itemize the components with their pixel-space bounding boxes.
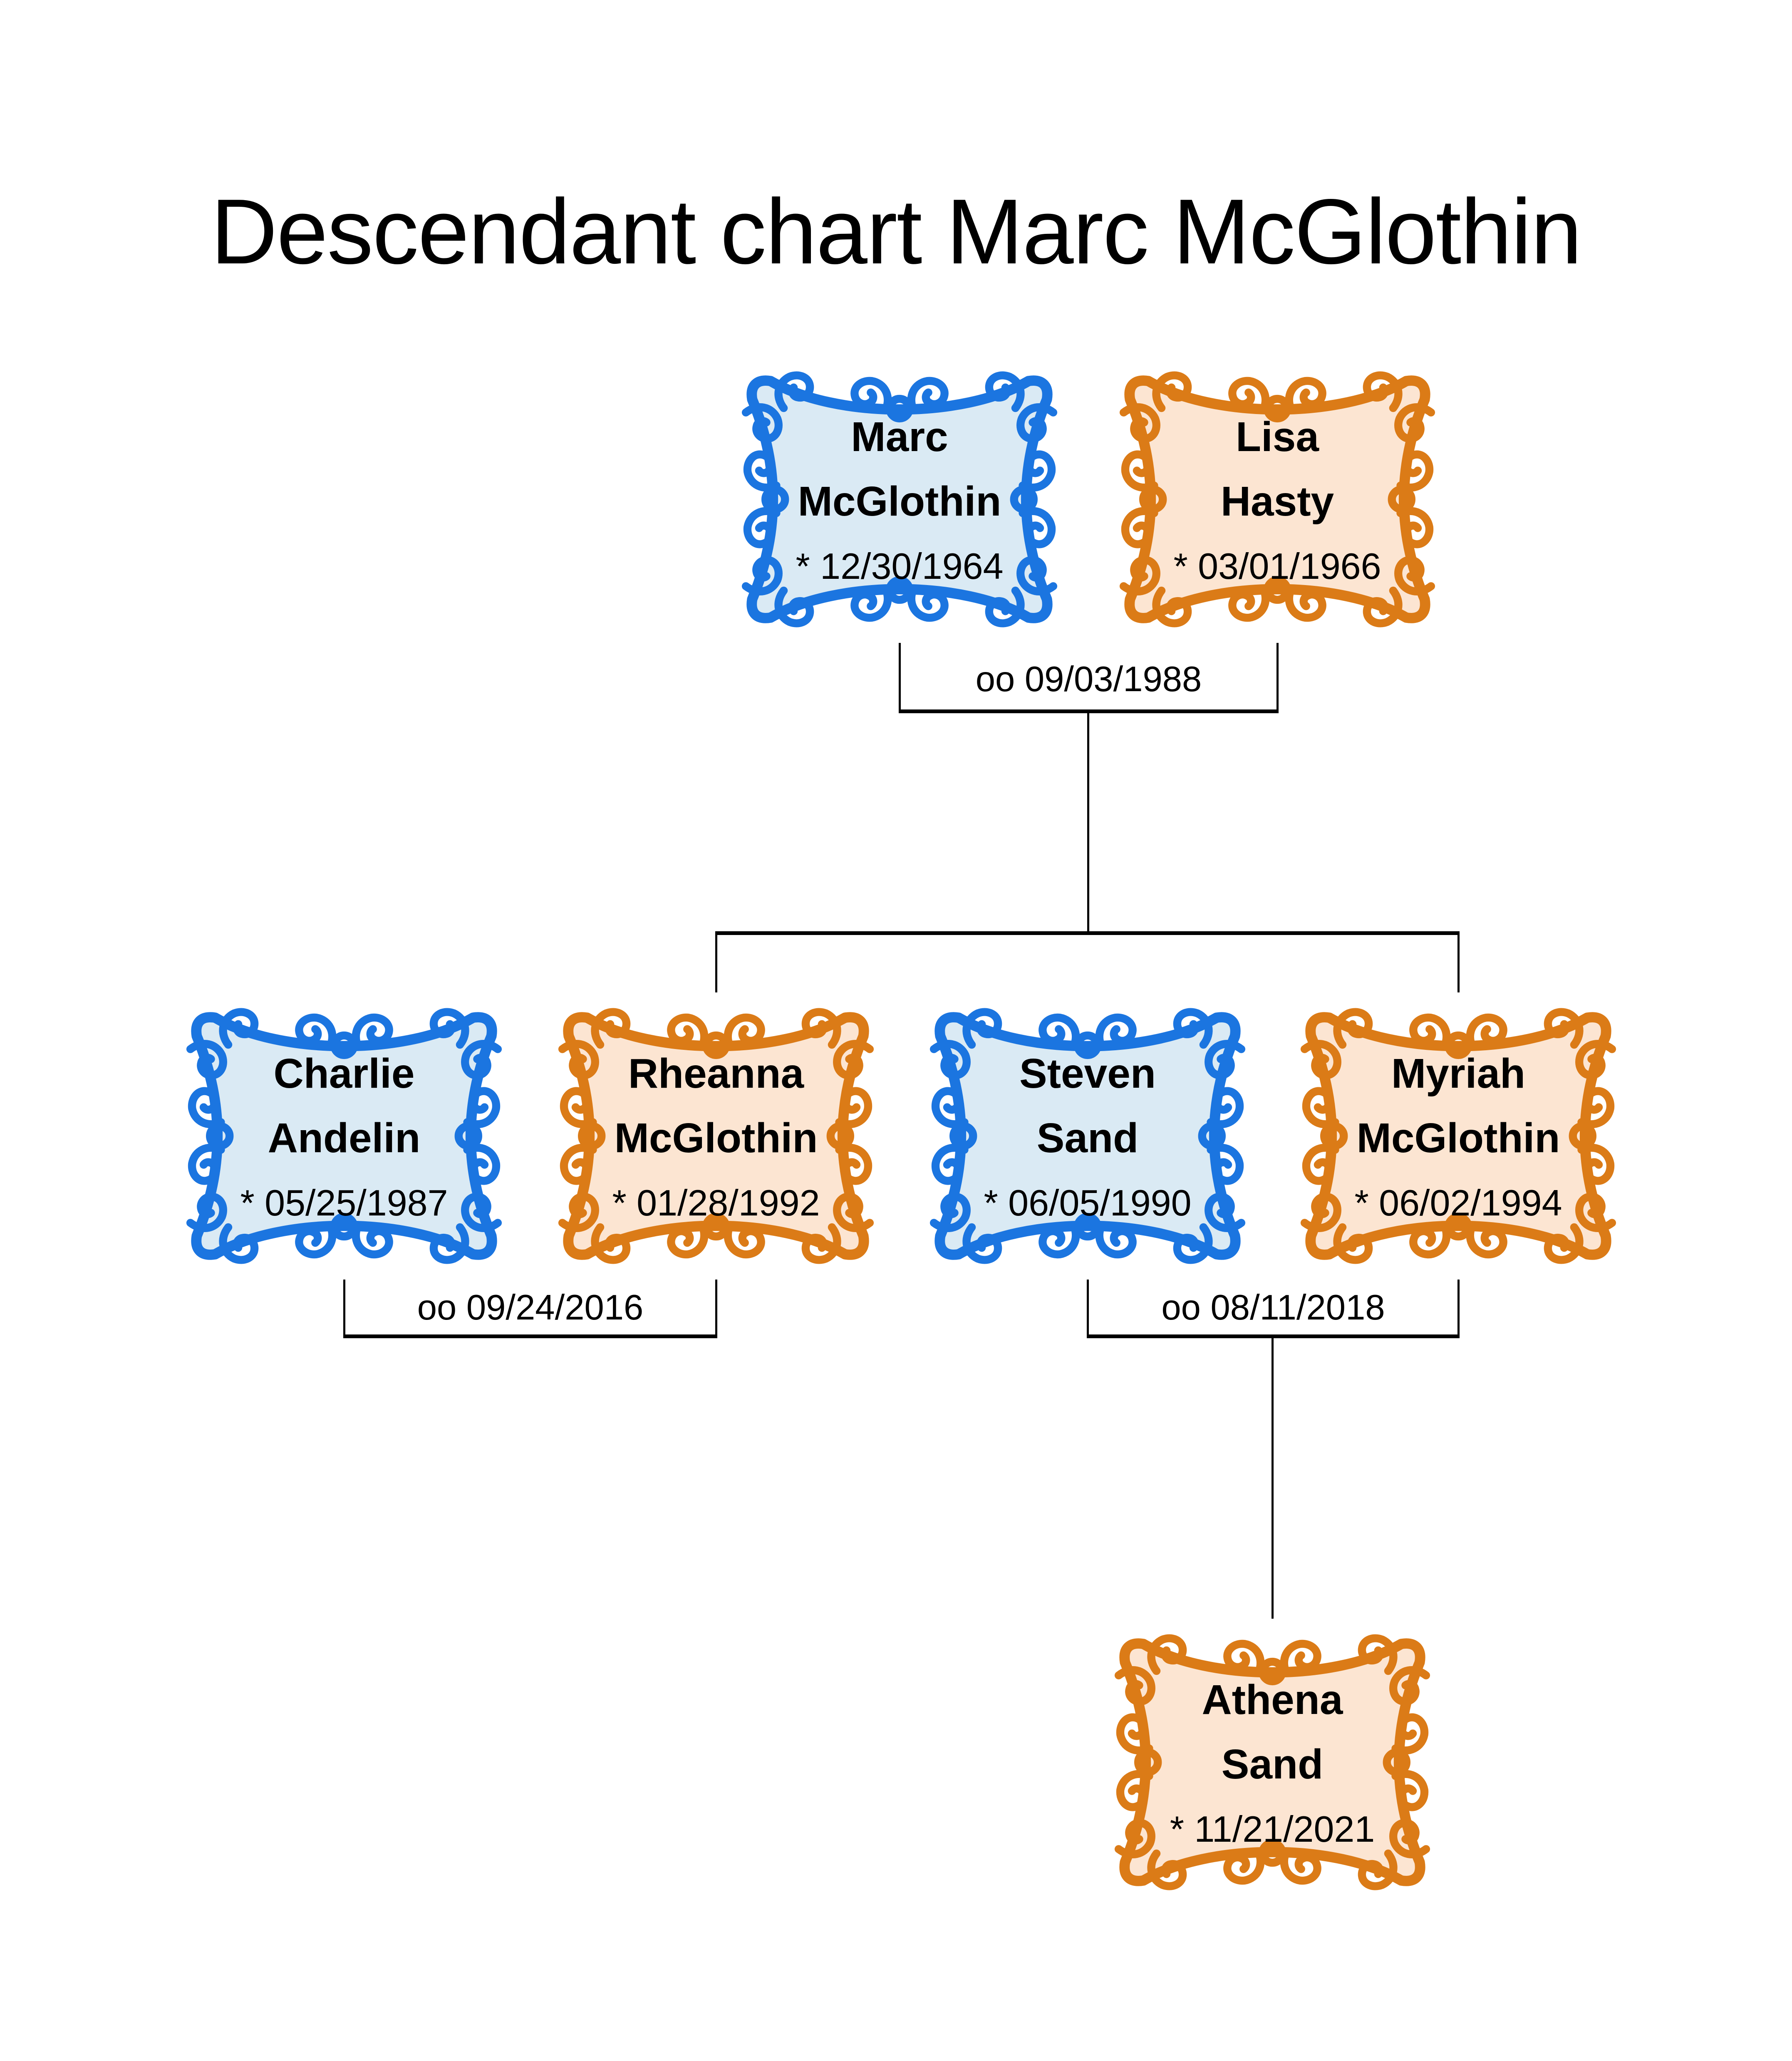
person-birth-date: * 05/25/1987 xyxy=(240,1182,448,1223)
person-birth-date: * 11/21/2021 xyxy=(1170,1808,1375,1850)
marriage2-left-stub xyxy=(343,1280,345,1336)
person-birth-date: * 06/02/1994 xyxy=(1354,1182,1562,1223)
frame-scroll-ornaments xyxy=(562,1009,870,1263)
chart-title: Descendant chart Marc McGlothin xyxy=(211,180,1582,283)
marriage2-date-label: oo 09/24/2016 xyxy=(417,1288,644,1327)
person-birth-date: * 03/01/1966 xyxy=(1173,546,1381,587)
children-branch-line xyxy=(715,931,1460,935)
frame-scroll-ornaments xyxy=(933,1009,1242,1263)
person-given-name: Lisa xyxy=(1235,414,1319,460)
person-birth-date: * 01/28/1992 xyxy=(612,1182,820,1223)
frame-scroll-ornaments xyxy=(1118,1635,1426,1889)
person-box-charlie-andelin[interactable]: Charlie Andelin * 05/25/1987 xyxy=(171,992,517,1280)
ornate-frame-svg xyxy=(543,992,889,1280)
marriage3-left-stub xyxy=(1087,1280,1089,1336)
marriage3-bracket-line xyxy=(1087,1334,1460,1338)
person-text: Steven Sand * 06/05/1990 xyxy=(938,1042,1237,1235)
ornate-frame-svg xyxy=(1286,992,1631,1280)
person-surname: McGlothin xyxy=(614,1115,818,1161)
marriage1-descent-line xyxy=(1087,713,1089,931)
marriage1-bracket-line xyxy=(899,709,1279,713)
person-box-myriah-mcglothin[interactable]: Myriah McGlothin * 06/02/1994 xyxy=(1286,992,1631,1280)
frame-scroll-ornaments xyxy=(745,372,1053,626)
marriage2-right-stub xyxy=(715,1280,717,1336)
ornate-frame-svg xyxy=(171,992,517,1280)
person-box-marc-mcglothin[interactable]: Marc McGlothin * 12/30/1964 xyxy=(727,356,1072,643)
ornate-frame-svg xyxy=(915,992,1260,1280)
person-surname: McGlothin xyxy=(1356,1115,1560,1161)
marriage3-right-stub xyxy=(1457,1280,1460,1336)
person-birth-date: * 06/05/1990 xyxy=(984,1182,1192,1223)
child-drop-rheanna xyxy=(715,935,717,992)
person-given-name: Steven xyxy=(1019,1050,1156,1097)
person-surname: Hasty xyxy=(1220,478,1334,525)
marriage3-date-label: oo 08/11/2018 xyxy=(1161,1288,1385,1327)
frame-scroll-ornaments xyxy=(1304,1009,1612,1263)
person-birth-date: * 12/30/1964 xyxy=(796,546,1004,587)
frame-scroll-ornaments xyxy=(190,1009,498,1263)
frame-body xyxy=(563,1012,869,1260)
marriage1-left-stub xyxy=(899,643,901,711)
person-text: Rheanna McGlothin * 01/28/1992 xyxy=(566,1042,866,1235)
person-text: Lisa Hasty * 03/01/1966 xyxy=(1128,405,1427,598)
marriage1-date-label: oo 09/03/1988 xyxy=(975,660,1202,699)
frame-body xyxy=(746,375,1053,623)
child-drop-myriah xyxy=(1457,935,1460,992)
person-box-steven-sand[interactable]: Steven Sand * 06/05/1990 xyxy=(915,992,1260,1280)
person-box-rheanna-mcglothin[interactable]: Rheanna McGlothin * 01/28/1992 xyxy=(543,992,889,1280)
marriage1-right-stub xyxy=(1276,643,1279,711)
person-text: Athena Sand * 11/21/2021 xyxy=(1123,1668,1422,1861)
person-given-name: Athena xyxy=(1202,1677,1343,1723)
frame-body xyxy=(1305,1012,1611,1260)
person-text: Charlie Andelin * 05/25/1987 xyxy=(194,1042,494,1235)
marriage2-bracket-line xyxy=(343,1334,717,1338)
person-surname: Sand xyxy=(1036,1115,1139,1161)
person-given-name: Charlie xyxy=(273,1050,415,1097)
ornate-frame-svg xyxy=(727,356,1072,643)
person-box-athena-sand[interactable]: Athena Sand * 11/21/2021 xyxy=(1100,1619,1445,1906)
person-given-name: Myriah xyxy=(1391,1050,1526,1097)
frame-body xyxy=(934,1012,1241,1260)
frame-scroll-ornaments xyxy=(1123,372,1431,626)
frame-body xyxy=(1119,1638,1425,1886)
frame-body xyxy=(1124,375,1430,623)
ornate-frame-svg xyxy=(1105,356,1450,643)
person-box-lisa-hasty[interactable]: Lisa Hasty * 03/01/1966 xyxy=(1105,356,1450,643)
frame-body xyxy=(191,1012,497,1260)
person-given-name: Rheanna xyxy=(628,1050,804,1097)
ornate-frame-svg xyxy=(1100,1619,1445,1906)
person-surname: Sand xyxy=(1221,1741,1324,1788)
person-given-name: Marc xyxy=(851,414,948,460)
person-surname: Andelin xyxy=(268,1115,421,1161)
person-text: Marc McGlothin * 12/30/1964 xyxy=(750,405,1049,598)
person-surname: McGlothin xyxy=(798,478,1001,525)
person-text: Myriah McGlothin * 06/02/1994 xyxy=(1309,1042,1608,1235)
marriage3-descent-line xyxy=(1272,1338,1274,1619)
